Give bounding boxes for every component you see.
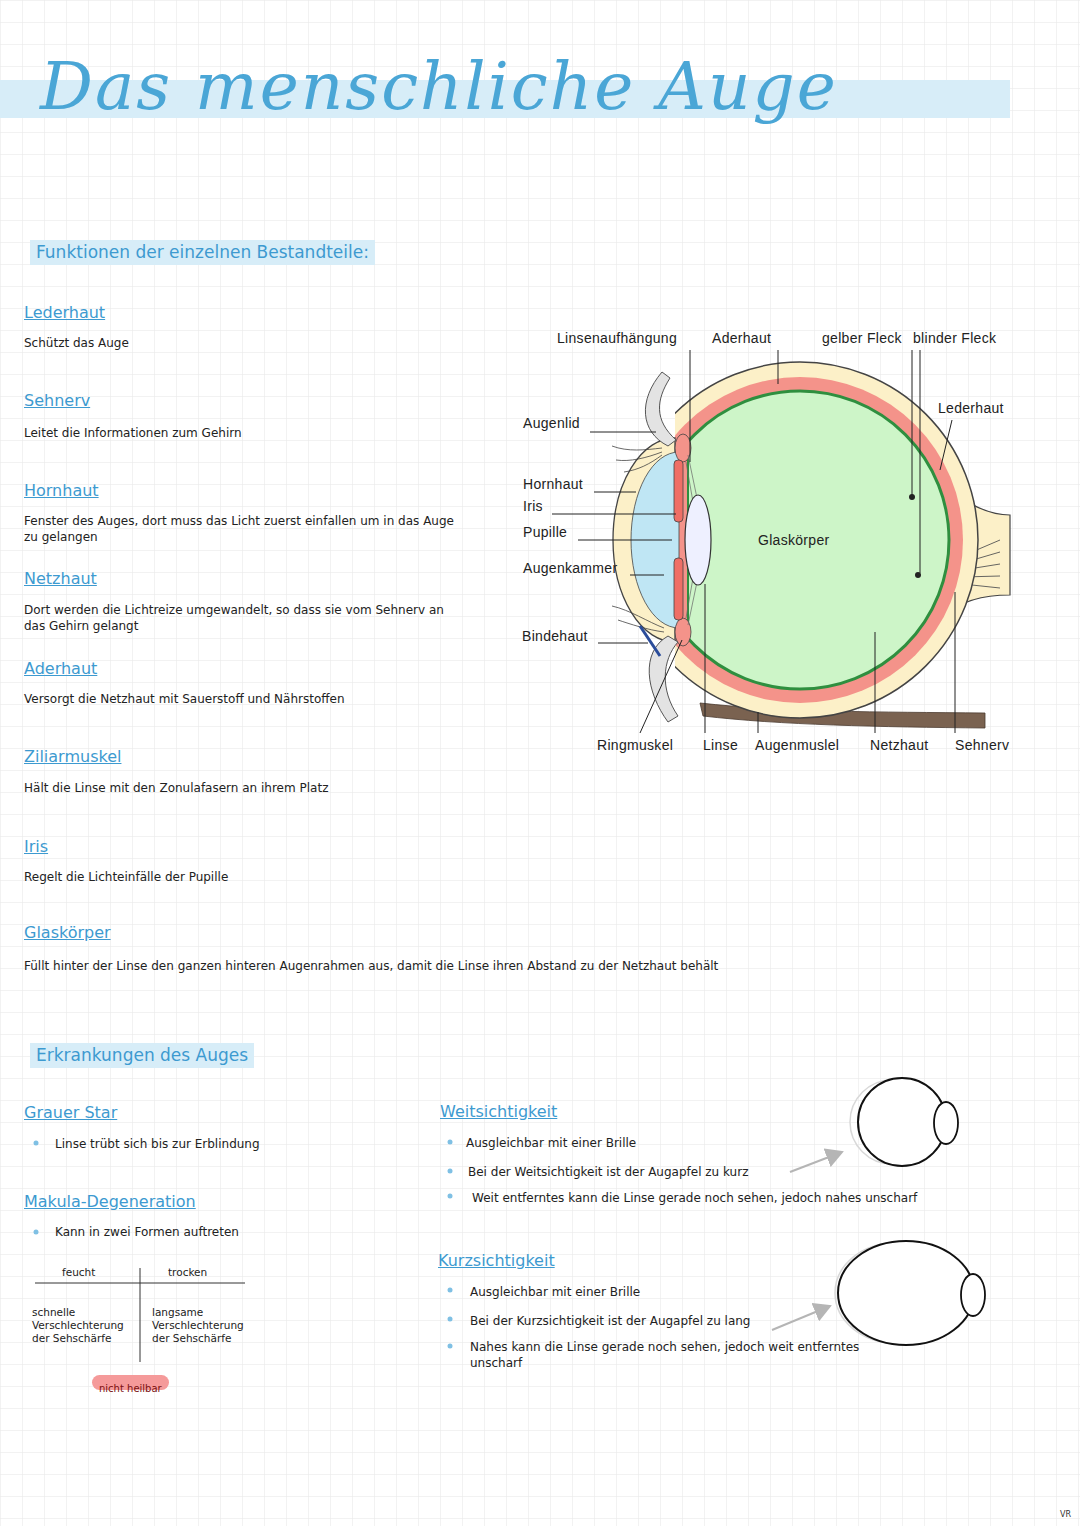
table-cell: schnelle Verschlechterung der Sehschärfe [32,1306,132,1345]
description-text: Bei der Kurzsichtigkeit ist der Augapfel… [470,1313,750,1329]
table-cell: feucht [62,1266,95,1279]
description-text: Regelt die Lichteinfälle der Pupille [24,869,228,885]
description-text: Schützt das Auge [24,335,129,351]
section-heading: Erkrankungen des Auges [30,1043,254,1068]
part-heading: Lederhaut [24,302,105,324]
part-label: Glaskörper [758,531,829,550]
part-label: Linse [703,736,738,755]
description-text: Fenster des Auges, dort muss das Licht z… [24,513,454,545]
part-label: Aderhaut [712,329,771,348]
part-label: Bindehaut [522,627,588,646]
part-label: Linsenaufhängung [557,329,677,348]
status-pill: nicht heilbar [92,1375,169,1390]
description-text: Bei der Weitsichtigkeit ist der Augapfel… [468,1164,748,1180]
part-heading: Kurzsichtigkeit [438,1250,555,1272]
part-label: blinder Fleck [913,329,996,348]
part-label: gelber Fleck [822,329,902,348]
table-cell: langsame Verschlechterung der Sehschärfe [152,1306,244,1345]
part-label: Hornhaut [523,475,583,494]
part-heading: Iris [24,836,48,858]
part-label: Augenkammer [523,559,617,578]
part-heading: Grauer Star [24,1102,117,1124]
watermark: VR [1060,1510,1071,1521]
page-title: Das menschliche Auge [40,42,838,131]
part-label: Sehnerv [955,736,1009,755]
description-text: Linse trübt sich bis zur Erblindung [55,1136,260,1152]
table-cell: trocken [168,1266,207,1279]
description-text: Füllt hinter der Linse den ganzen hinter… [24,958,718,974]
part-label: Iris [523,497,543,516]
status-text: nicht heilbar [99,1383,162,1394]
description-text: Kann in zwei Formen auftreten [55,1224,239,1240]
part-heading: Sehnerv [24,390,90,412]
description-text: Dort werden die Lichtreize umgewandelt, … [24,602,464,634]
part-label: Augenmuslel [755,736,839,755]
part-heading: Glaskörper [24,922,111,944]
description-text: Ausgleichbar mit einer Brille [470,1284,640,1300]
part-label: Augenlid [523,414,580,433]
part-label: Ringmuskel [597,736,673,755]
part-heading: Makula-Degeneration [24,1191,196,1213]
description-text: Ausgleichbar mit einer Brille [466,1135,636,1151]
part-label: Netzhaut [870,736,928,755]
description-text: Leitet die Informationen zum Gehirn [24,425,242,441]
part-heading: Ziliarmuskel [24,746,121,768]
description-text: Hält die Linse mit den Zonulafasern an i… [24,780,328,796]
part-heading: Netzhaut [24,568,97,590]
description-text: Weit entferntes kann die Linse gerade no… [472,1190,992,1206]
description-text: Nahes kann die Linse gerade noch sehen, … [470,1339,870,1371]
part-label: Pupille [523,523,567,542]
description-text: Versorgt die Netzhaut mit Sauerstoff und… [24,691,345,707]
part-heading: Weitsichtigkeit [440,1101,557,1123]
section-heading: Funktionen der einzelnen Bestandteile: [30,240,375,265]
part-heading: Aderhaut [24,658,97,680]
part-label: Lederhaut [938,399,1004,418]
part-heading: Hornhaut [24,480,99,502]
